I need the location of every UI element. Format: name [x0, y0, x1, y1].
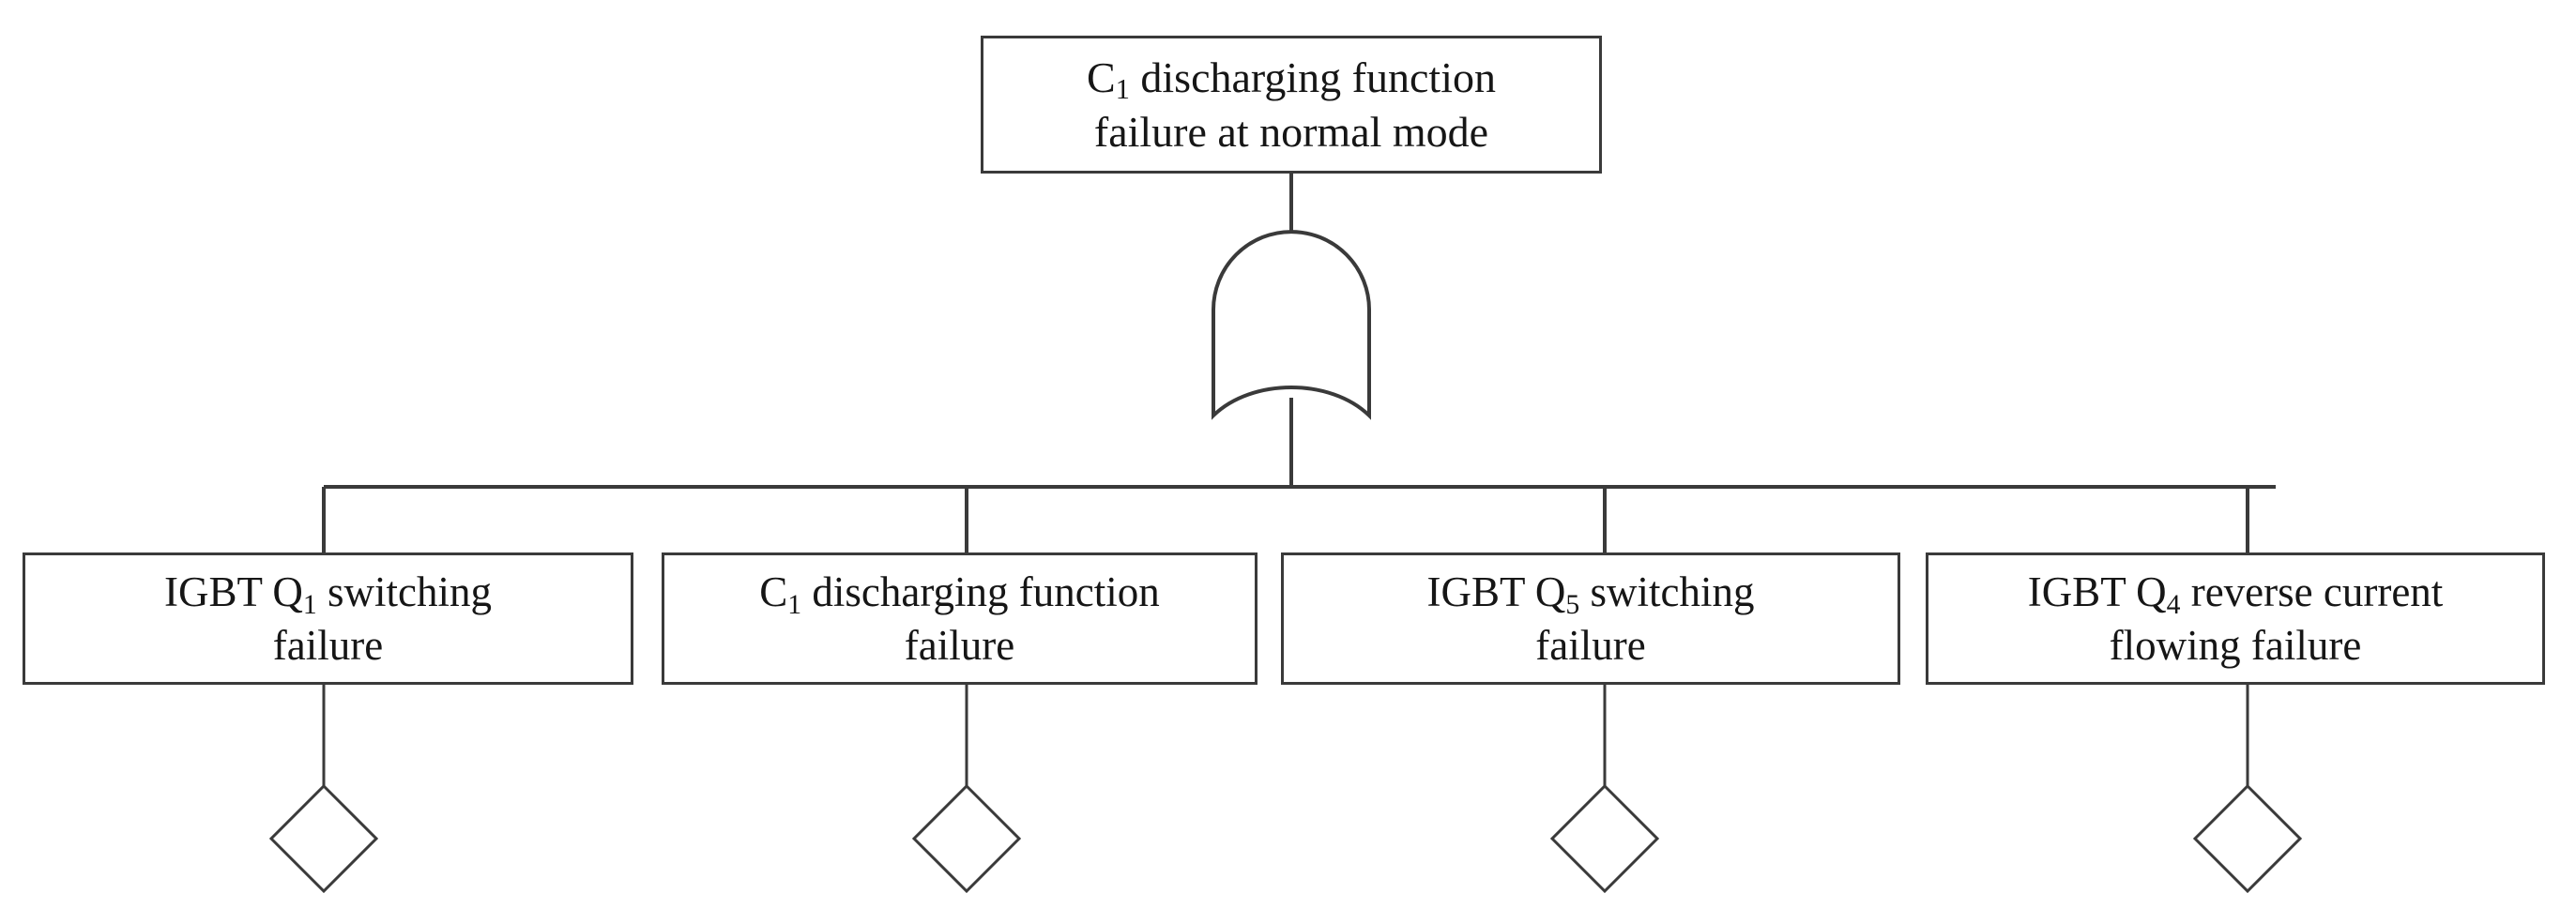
diamond-icon-2: [911, 783, 1022, 894]
child-1-line2: failure: [272, 621, 384, 669]
diamond-icon-4: [2192, 783, 2303, 894]
child-3-line1-sub: 5: [1565, 589, 1580, 620]
child-4-line2: flowing failure: [2109, 621, 2362, 669]
child-1-line1-suffix: switching: [316, 568, 492, 615]
child-3-line2: failure: [1535, 621, 1646, 669]
child-event-label-2: C1 discharging function failure: [664, 566, 1255, 672]
child-event-box-3[interactable]: IGBT Q5 switching failure: [1281, 552, 1900, 685]
child-3-line1-prefix: IGBT Q: [1426, 568, 1566, 615]
top-event-line1-suffix: discharging function: [1129, 53, 1496, 101]
child-4-line1-prefix: IGBT Q: [2027, 568, 2167, 615]
top-event-line1-sub: 1: [1115, 73, 1130, 106]
child-2-line2: failure: [904, 621, 1015, 669]
child-3-line1-suffix: switching: [1579, 568, 1755, 615]
child-1-line1-prefix: IGBT Q: [163, 568, 303, 615]
child-event-box-2[interactable]: C1 discharging function failure: [662, 552, 1258, 685]
top-event-box[interactable]: C1 discharging function failure at norma…: [981, 36, 1602, 174]
child-event-box-1[interactable]: IGBT Q1 switching failure: [23, 552, 633, 685]
child-2-line1-prefix: C: [759, 568, 788, 615]
child-4-line1-sub: 4: [2166, 589, 2181, 620]
top-event-label: C1 discharging function failure at norma…: [983, 51, 1599, 159]
child-event-label-3: IGBT Q5 switching failure: [1284, 566, 1898, 672]
diamond-icon-3: [1549, 783, 1660, 894]
child-2-line1-sub: 1: [787, 589, 802, 620]
diamond-icon-1: [268, 783, 379, 894]
or-gate-shape: [1212, 230, 1371, 420]
top-event-line2: failure at normal mode: [1093, 107, 1489, 156]
child-event-box-4[interactable]: IGBT Q4 reverse current flowing failure: [1926, 552, 2545, 685]
child-event-label-1: IGBT Q1 switching failure: [25, 566, 631, 672]
child-2-line1-suffix: discharging function: [801, 568, 1160, 615]
top-event-line1-prefix: C: [1087, 53, 1116, 101]
child-event-label-4: IGBT Q4 reverse current flowing failure: [1928, 566, 2542, 672]
child-1-line1-sub: 1: [302, 589, 317, 620]
child-4-line1-suffix: reverse current: [2180, 568, 2444, 615]
